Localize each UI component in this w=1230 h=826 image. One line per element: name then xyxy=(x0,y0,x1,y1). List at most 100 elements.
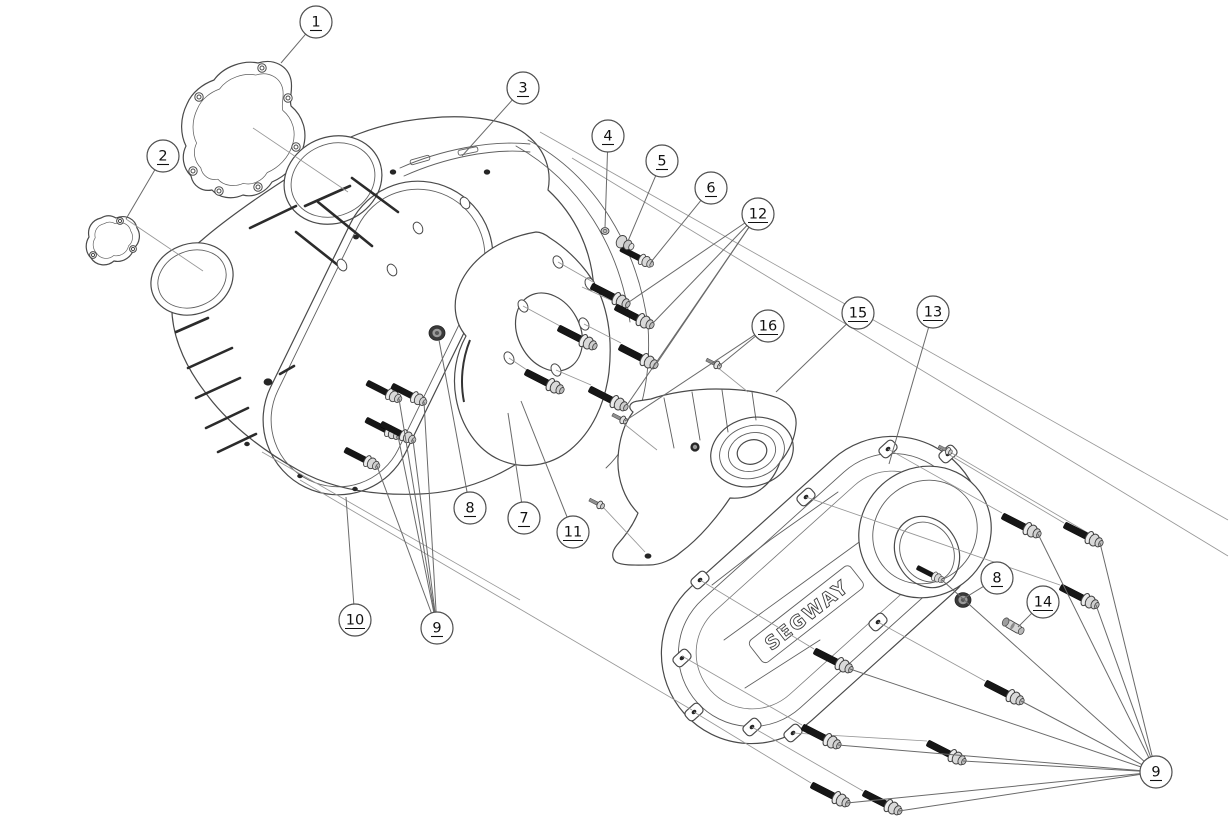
callout-9: 9 xyxy=(376,398,454,645)
gasket-bolt-ears xyxy=(188,63,301,196)
leader-line xyxy=(507,412,523,503)
callout-bubble xyxy=(420,611,454,645)
leader-line xyxy=(888,327,930,465)
part-duct-bracket xyxy=(612,388,797,566)
callout-5: 5 xyxy=(627,144,679,242)
flange-bolt xyxy=(611,300,658,333)
leader-line xyxy=(1037,533,1150,758)
callout-number: 9 xyxy=(1151,765,1160,781)
callout-bubble xyxy=(591,119,625,153)
callout-bubble xyxy=(453,491,487,525)
leader-line xyxy=(1020,700,1143,766)
grommet-plug xyxy=(954,592,972,608)
callout-bubble xyxy=(1139,755,1173,789)
callout-number: 3 xyxy=(518,81,527,97)
leader-line xyxy=(520,400,568,518)
callout-bubble xyxy=(694,171,728,205)
leader-line xyxy=(412,439,436,613)
leader-line xyxy=(652,225,748,324)
callout-number: 9 xyxy=(432,621,441,637)
callout-8: 8 xyxy=(962,561,1014,600)
nut-part-4 xyxy=(600,227,610,235)
callout-9: 9 xyxy=(837,533,1173,812)
callout-number: 1 xyxy=(311,15,320,31)
callout-number: 13 xyxy=(924,305,942,321)
callout-number: 14 xyxy=(1034,595,1052,611)
tapping-screw xyxy=(610,410,630,427)
cover-facet-lines xyxy=(711,491,863,689)
callout-number: 10 xyxy=(346,613,364,629)
breather-fitting xyxy=(1001,617,1025,635)
callout-number: 2 xyxy=(158,149,167,165)
leader-line xyxy=(461,99,513,157)
callout-bubble xyxy=(146,139,180,173)
callout-1: 1 xyxy=(280,5,333,64)
leader-line xyxy=(1099,542,1153,757)
callout-12: 12 xyxy=(626,197,775,406)
callout-14: 14 xyxy=(1017,585,1060,628)
callout-number: 5 xyxy=(657,154,666,170)
part-cvt-gasket xyxy=(181,60,306,199)
part-duct-gasket xyxy=(85,215,140,266)
leader-line xyxy=(624,334,755,422)
leader-line xyxy=(898,773,1141,812)
leader-line xyxy=(1017,612,1033,628)
callout-4: 4 xyxy=(591,119,625,229)
leader-line xyxy=(627,175,657,242)
housing-ribs xyxy=(174,176,400,454)
tapping-screw xyxy=(587,495,607,512)
callout-number: 8 xyxy=(465,501,474,517)
part-inner-cover-plate xyxy=(453,231,611,467)
leader-line xyxy=(650,200,702,263)
callout-3: 3 xyxy=(461,71,540,157)
callout-number: 11 xyxy=(564,525,582,541)
flange-bolt xyxy=(998,509,1045,542)
callout-number: 7 xyxy=(519,511,528,527)
flange-bolt xyxy=(798,720,845,753)
leader-line xyxy=(837,744,1141,772)
callout-2: 2 xyxy=(125,139,180,220)
flange-bolt xyxy=(859,786,906,819)
callout-bubble xyxy=(507,501,541,535)
leader-line xyxy=(345,496,355,605)
leader-line xyxy=(628,222,746,303)
leader-line xyxy=(423,401,437,613)
callout-6: 6 xyxy=(650,171,728,263)
leader-line xyxy=(849,668,1141,768)
leader-line xyxy=(962,760,1141,772)
leader-line xyxy=(438,339,468,493)
callout-bubble xyxy=(980,561,1014,595)
flange-bolt xyxy=(1060,518,1107,551)
callout-number: 16 xyxy=(759,319,777,335)
fitting-part-5 xyxy=(615,235,635,251)
leader-line xyxy=(280,33,306,64)
leader-line xyxy=(775,323,847,393)
callout-11: 11 xyxy=(520,400,590,549)
leader-line xyxy=(962,585,984,600)
leader-line xyxy=(398,398,435,613)
callout-7: 7 xyxy=(507,412,541,535)
callout-number: 4 xyxy=(603,129,612,145)
flange-bolt xyxy=(981,676,1028,709)
callout-8: 8 xyxy=(438,339,487,525)
leader-line xyxy=(376,465,432,614)
callout-16: 16 xyxy=(624,309,785,422)
leader-line xyxy=(397,435,435,613)
leader-line xyxy=(125,169,156,220)
callout-10: 10 xyxy=(338,496,372,637)
leader-line xyxy=(626,226,750,406)
leader-line xyxy=(941,579,1145,762)
callout-15: 15 xyxy=(775,296,875,393)
fasteners xyxy=(341,227,1107,819)
callout-bubble xyxy=(645,144,679,178)
flange-bolt xyxy=(807,778,854,811)
callout-13: 13 xyxy=(888,295,950,465)
grommet-plug xyxy=(428,325,446,341)
flange-bolt xyxy=(615,340,662,373)
housing-upper-duct xyxy=(283,135,383,225)
callout-number: 8 xyxy=(992,571,1001,587)
callout-number: 15 xyxy=(849,306,867,322)
